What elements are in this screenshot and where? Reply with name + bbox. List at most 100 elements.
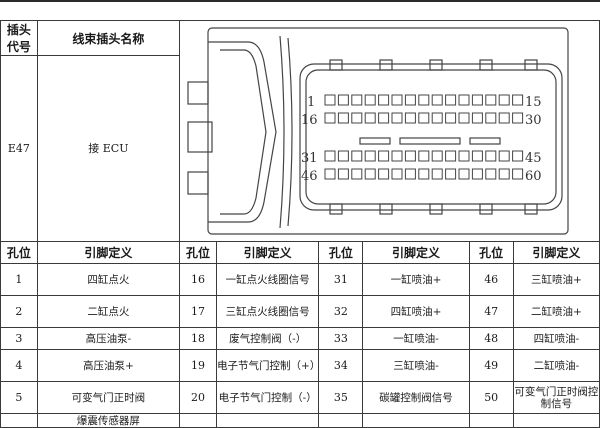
column-header-pin-1: 孔位 (0, 241, 38, 264)
table-row: 爆震传感器屏 (0, 413, 600, 428)
pin-label-15: 15 (525, 95, 542, 110)
pin-number: 50 (468, 381, 514, 414)
connector-pin-hole (485, 112, 497, 124)
pin-number: 47 (468, 295, 514, 328)
connector-pin-hole (364, 94, 376, 106)
pin-number: 20 (178, 381, 218, 414)
connector-pin-hole (378, 94, 390, 106)
pin-definition: 一缸点火线圈信号 (216, 263, 320, 296)
connector-key-bottom-4 (479, 203, 493, 215)
connector-pin-hole (324, 112, 336, 124)
connector-name-value: 接 ECU (88, 142, 129, 155)
connector-diagram-cell: 1 15 16 30 31 45 46 60 (178, 20, 600, 242)
column-header-row: 孔位 引脚定义 孔位 引脚定义 孔位 引脚定义 孔位 引脚定义 (0, 241, 600, 264)
connector-diagram: 1 15 16 30 31 45 46 60 (187, 27, 569, 235)
connector-pin-hole (378, 150, 390, 162)
pin-label-1: 1 (307, 95, 315, 110)
connector-pin-hole (512, 150, 524, 162)
connector-pin-grid (324, 94, 524, 180)
connector-center-slot (399, 137, 461, 145)
connector-pin-hole (512, 168, 524, 180)
pin-definition: 高压油泵+ (36, 349, 180, 382)
pin-definition: 二缸点火 (36, 295, 180, 328)
connector-pin-hole (458, 150, 470, 162)
connector-pin-hole (498, 112, 510, 124)
connector-curve-outer (279, 35, 285, 229)
connector-key-bottom-2 (379, 203, 393, 215)
connector-code-header-label: 插头 代号 (6, 23, 31, 54)
connector-pin-hole (485, 94, 497, 106)
connector-pin-hole (445, 168, 457, 180)
pin-number: 2 (0, 295, 38, 328)
connector-latch-outline (207, 41, 277, 223)
connector-pin-hole (404, 150, 416, 162)
connector-pin-hole (512, 94, 524, 106)
pin-definition: 高压油泵- (36, 327, 180, 350)
connector-code-header: 插头 代号 (0, 20, 38, 56)
connector-pin-hole (458, 168, 470, 180)
connector-pin-hole (364, 150, 376, 162)
connector-pin-hole (485, 150, 497, 162)
connector-tab-middle (187, 121, 213, 153)
pin-definition-table: 插头 代号 线束插头名称 (0, 20, 600, 428)
connector-key-bottom-5 (524, 203, 538, 215)
pin-definition: 二缸喷油- (512, 349, 600, 382)
connector-pin-hole (498, 150, 510, 162)
pin-number: 31 (318, 263, 364, 296)
connector-pin-hole (378, 112, 390, 124)
pin-number: 1 (0, 263, 38, 296)
pin-definition: 一缸喷油- (362, 327, 470, 350)
top-rule (0, 0, 600, 2)
pin-definition: 三缸喷油+ (512, 263, 600, 296)
connector-pin-hole (418, 168, 430, 180)
pin-number: 48 (468, 327, 514, 350)
connector-pin-hole (378, 168, 390, 180)
connector-pin-hole (404, 168, 416, 180)
pin-number: 3 (0, 327, 38, 350)
column-header-def-2: 引脚定义 (216, 241, 320, 264)
pin-number: 4 (0, 349, 38, 382)
pin-definition: 三缸喷油- (362, 349, 470, 382)
connector-pin-hole (445, 94, 457, 106)
connector-pin-hole (498, 168, 510, 180)
connector-name: 接 ECU (36, 55, 180, 242)
connector-pin-hole (404, 94, 416, 106)
connector-pin-hole (337, 150, 349, 162)
connector-pin-hole (337, 168, 349, 180)
pin-definition (216, 413, 320, 428)
pin-number (0, 413, 38, 428)
connector-pin-hole (431, 112, 443, 124)
pin-definition: 可变气门正时阀控制信号 (512, 381, 600, 414)
connector-pin-hole (324, 168, 336, 180)
connector-key-bottom-3 (429, 203, 443, 215)
pin-label-60: 60 (525, 169, 542, 184)
connector-pin-hole (391, 150, 403, 162)
connector-pin-hole (351, 150, 363, 162)
pin-number: 16 (178, 263, 218, 296)
connector-key-bottom-1 (329, 203, 343, 215)
connector-pin-hole (418, 94, 430, 106)
column-header-pin-2: 孔位 (178, 241, 218, 264)
pin-definition: 一缸喷油+ (362, 263, 470, 296)
connector-pin-hole (471, 150, 483, 162)
connector-key-top-5 (524, 59, 538, 71)
connector-pin-hole (364, 168, 376, 180)
pin-definition (512, 413, 600, 428)
connector-housing-outline (207, 27, 569, 235)
connector-pin-hole (324, 150, 336, 162)
connector-pin-hole (337, 94, 349, 106)
pin-number (178, 413, 218, 428)
pin-definition: 电子节气门控制（-） (216, 381, 320, 414)
connector-pin-hole (485, 168, 497, 180)
connector-key-top-3 (429, 59, 443, 71)
connector-pin-hole (445, 150, 457, 162)
pin-label-30: 30 (525, 113, 542, 128)
connector-key-top-2 (379, 59, 393, 71)
connector-pin-hole (418, 112, 430, 124)
